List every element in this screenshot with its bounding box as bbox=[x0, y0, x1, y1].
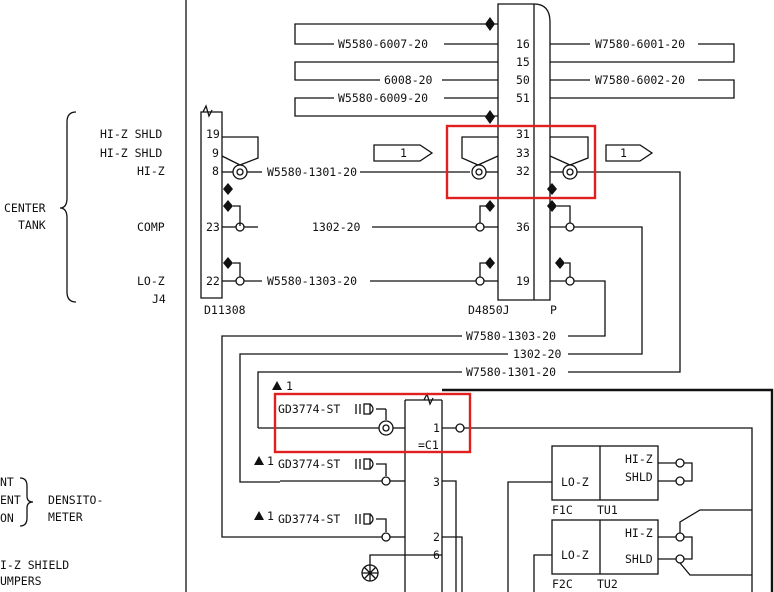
cpin-50: 50 bbox=[516, 73, 530, 87]
tank-label: TANK bbox=[18, 218, 46, 232]
wire-label-6008: 6008-20 bbox=[384, 73, 433, 87]
center-label: CENTER bbox=[4, 201, 46, 215]
lpin-3: 3 bbox=[433, 475, 440, 489]
gd-label-2: GD3774-ST bbox=[278, 457, 340, 471]
highlight-box-lower bbox=[273, 392, 472, 454]
cpin-15: 15 bbox=[516, 55, 530, 69]
wire-label-1301: W5580-1301-20 bbox=[267, 165, 357, 179]
tu2-tu: TU2 bbox=[597, 577, 618, 591]
lpin-2: 2 bbox=[433, 530, 440, 544]
cpin-16: 16 bbox=[516, 37, 530, 51]
pin-signal-4: COMP bbox=[137, 220, 165, 234]
center-tank-brace bbox=[59, 111, 77, 303]
wire-label-6001: W7580-6001-20 bbox=[595, 37, 685, 51]
connector-j4: J4 bbox=[152, 292, 166, 306]
frag-ent: ENT bbox=[0, 493, 21, 507]
cpin-19: 19 bbox=[516, 274, 530, 288]
gd-label-3: GD3774-ST bbox=[278, 512, 340, 526]
note-triangle-3 bbox=[254, 511, 264, 520]
wire-label-w7580-1303: W7580-1303-20 bbox=[466, 329, 556, 343]
flag-left-label: 1 bbox=[400, 146, 407, 160]
densito-brace bbox=[19, 477, 34, 527]
wire-label-6002: W7580-6002-20 bbox=[595, 73, 685, 87]
flag-right bbox=[605, 144, 654, 162]
coax-pin-32-left bbox=[471, 164, 487, 180]
break-mark bbox=[202, 104, 213, 118]
tu1-f: F1C bbox=[552, 503, 573, 517]
cpin-51: 51 bbox=[516, 91, 530, 105]
coax-pin-32-right bbox=[562, 164, 578, 180]
frag-on: ON bbox=[0, 511, 14, 525]
tu2-lo: LO-Z bbox=[561, 548, 589, 562]
left-connector-body bbox=[200, 111, 223, 299]
highlight-box-upper bbox=[445, 124, 597, 200]
cpin-32: 32 bbox=[516, 164, 530, 178]
frag-nt: NT bbox=[0, 475, 14, 489]
jumpers-label: UMPERS bbox=[0, 574, 42, 588]
wire-label-6009: W5580-6009-20 bbox=[338, 91, 428, 105]
shield-label: I-Z SHIELD bbox=[0, 558, 69, 572]
flag-left bbox=[373, 144, 434, 162]
tu-enclosure bbox=[442, 388, 774, 592]
meter-label: METER bbox=[48, 510, 83, 524]
connector-d11308: D11308 bbox=[204, 303, 246, 317]
pin-num-4: 23 bbox=[206, 220, 220, 234]
pin-signal-3: HI-Z bbox=[137, 164, 165, 178]
lpin-1: 1 bbox=[433, 421, 440, 435]
gd-terminals bbox=[355, 403, 387, 532]
coax-pin-8 bbox=[232, 164, 248, 180]
pin-num-2: 9 bbox=[212, 146, 219, 160]
cpin-31: 31 bbox=[516, 127, 530, 141]
pin-signal-1: HI-Z SHLD bbox=[100, 127, 162, 141]
tu1-shld: SHLD bbox=[625, 470, 653, 484]
wire-label-1303: W5580-1303-20 bbox=[267, 274, 357, 288]
wire-label-w7580-1301: W7580-1301-20 bbox=[466, 365, 556, 379]
tu2-box bbox=[551, 519, 659, 575]
connector-suffix: P bbox=[550, 303, 557, 317]
connector-d4850j: D4850J bbox=[468, 303, 510, 317]
note-mark-1: 1 bbox=[286, 379, 293, 393]
wire-label-6007: W5580-6007-20 bbox=[338, 37, 428, 51]
tu1-hi: HI-Z bbox=[625, 452, 653, 466]
coax-lower bbox=[378, 420, 394, 436]
flag-right-label: 1 bbox=[620, 146, 627, 160]
ground-diamond bbox=[223, 183, 233, 195]
note-mark-3: 1 bbox=[267, 509, 274, 523]
lpin-c1: =C1 bbox=[418, 438, 439, 452]
tu2-hi: HI-Z bbox=[625, 526, 653, 540]
tu2-shld: SHLD bbox=[625, 552, 653, 566]
tu1-box bbox=[551, 445, 659, 501]
wire-label-1302-lower: 1302-20 bbox=[513, 347, 562, 361]
note-triangle-2 bbox=[254, 456, 264, 465]
pin-signal-2: HI-Z SHLD bbox=[100, 146, 162, 160]
pin-num-3: 8 bbox=[212, 164, 219, 178]
note-mark-2: 1 bbox=[267, 454, 274, 468]
pin-num-1: 19 bbox=[206, 127, 220, 141]
densito-label: DENSITO- bbox=[48, 493, 103, 507]
wire-label-1302: 1302-20 bbox=[312, 220, 361, 234]
pin-num-5: 22 bbox=[206, 274, 220, 288]
cpin-33: 33 bbox=[516, 146, 530, 160]
lower-connector-body bbox=[404, 399, 443, 592]
pin-signal-5: LO-Z bbox=[137, 274, 165, 288]
gd-label-1: GD3774-ST bbox=[278, 402, 340, 416]
note-triangle-1 bbox=[272, 381, 282, 390]
pin-22-terminal bbox=[235, 276, 245, 286]
tu2-f: F2C bbox=[552, 577, 573, 591]
tu1-lo: LO-Z bbox=[561, 475, 589, 489]
cpin-36: 36 bbox=[516, 220, 530, 234]
tu1-tu: TU1 bbox=[597, 503, 618, 517]
